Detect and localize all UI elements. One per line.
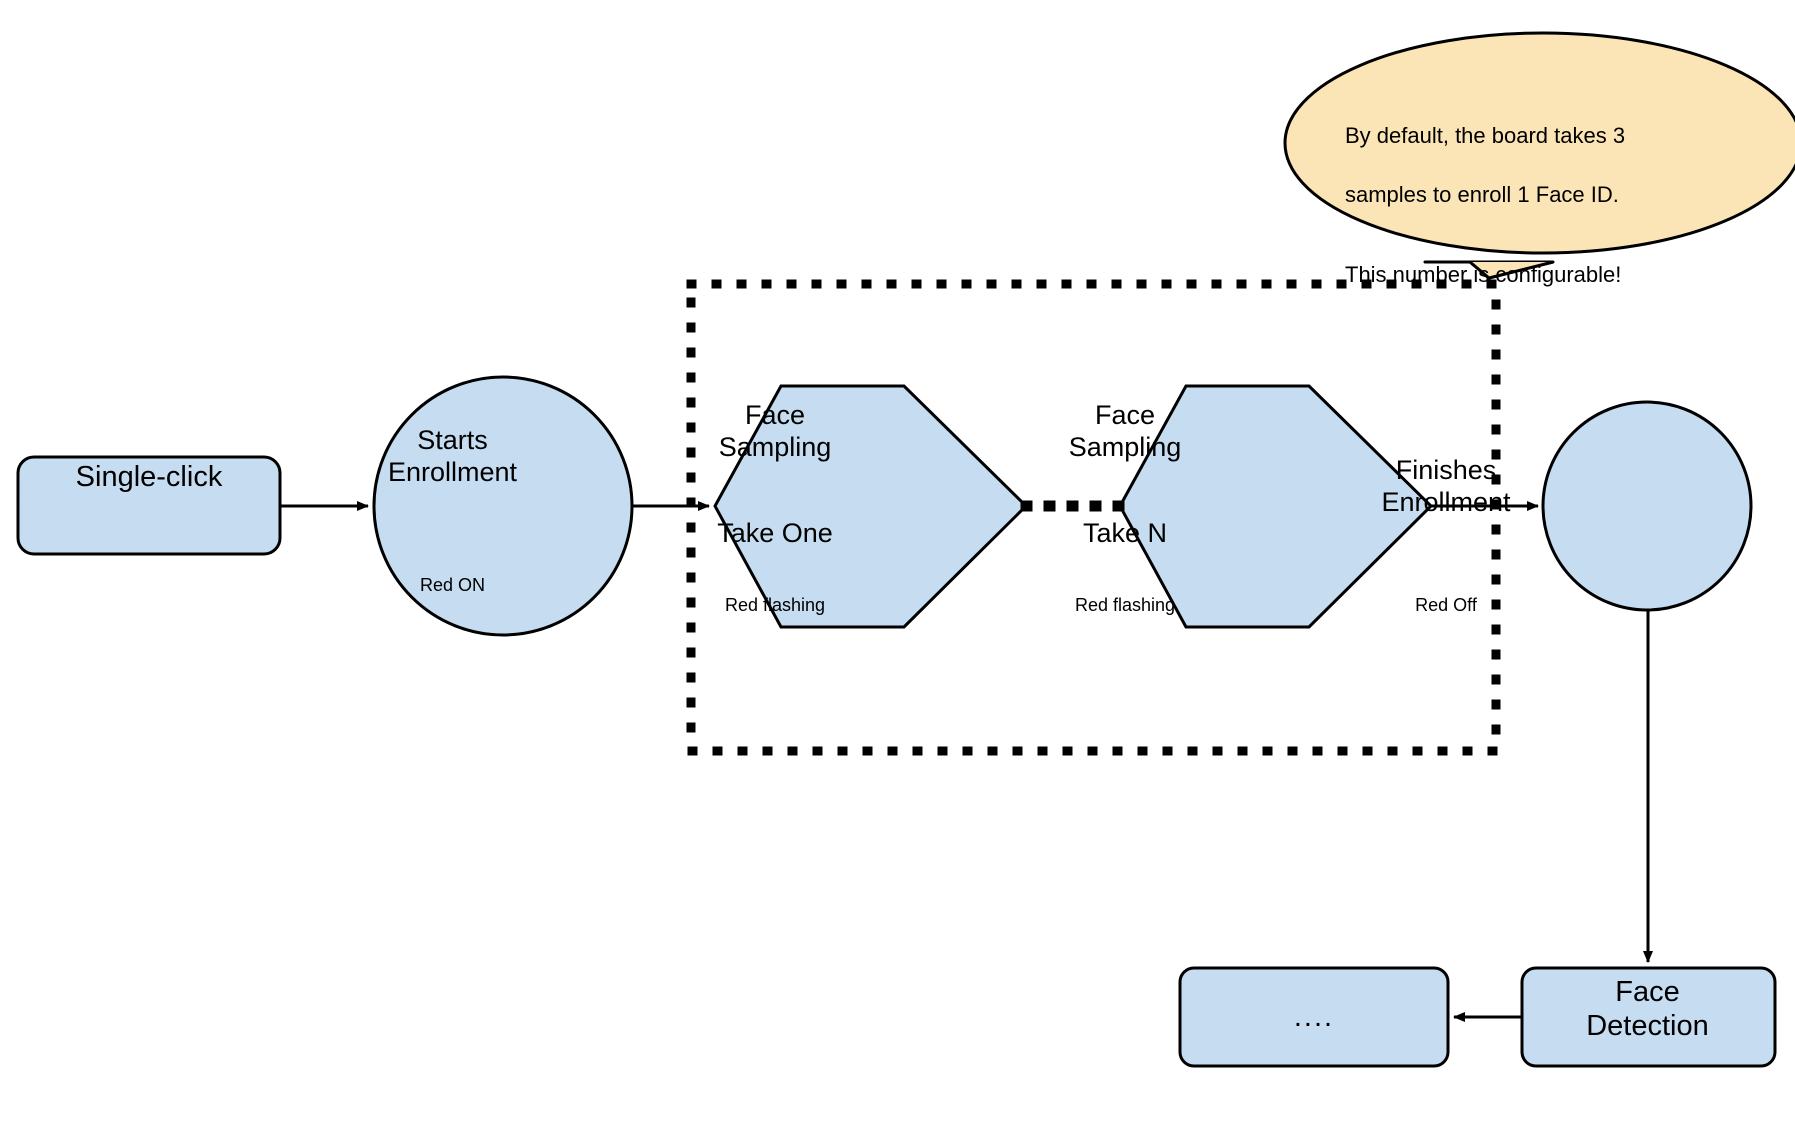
node-starts-enrollment[interactable] xyxy=(372,375,634,637)
sampling-loop-group xyxy=(686,279,1501,756)
callout-ellipse xyxy=(1283,31,1795,255)
node-face-detection[interactable] xyxy=(1520,966,1777,1068)
node-finishes-enrollment[interactable] xyxy=(1541,400,1753,612)
callout-tail-outline xyxy=(1425,260,1554,280)
node-ellipsis[interactable] xyxy=(1178,966,1450,1068)
node-face-sampling-n[interactable] xyxy=(1118,384,1434,629)
node-face-sampling-one[interactable] xyxy=(713,384,1029,629)
node-single-click[interactable] xyxy=(16,455,282,556)
callout-bubble xyxy=(1283,31,1795,280)
